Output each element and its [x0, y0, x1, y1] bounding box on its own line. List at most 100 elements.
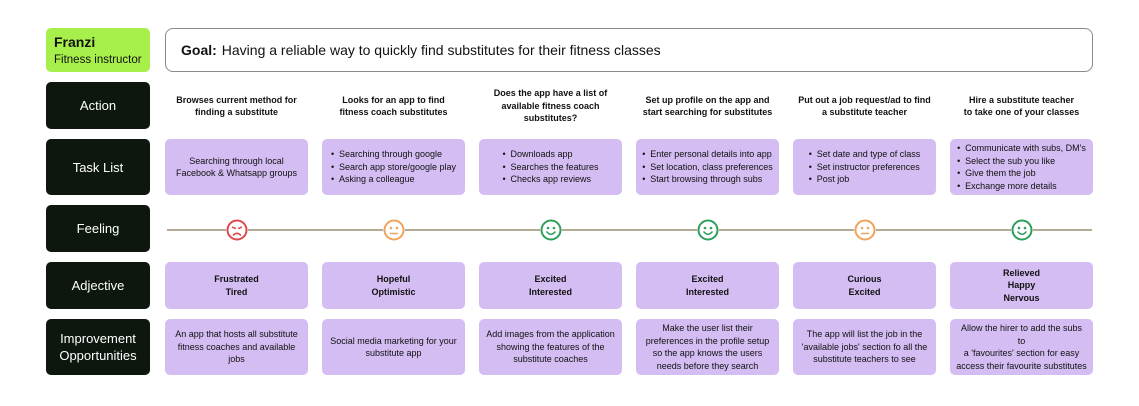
- row-label-improvement-line: Improvement: [60, 331, 136, 346]
- adjective-line: Hopeful: [376, 274, 411, 284]
- improvement-line: access their favourite substitutes: [956, 360, 1087, 371]
- row-label-improvement-opportunities: Improvement Opportunities: [46, 319, 150, 375]
- task-item: Start browsing through subs: [642, 173, 773, 186]
- task-line: Searching through local: [189, 155, 284, 166]
- task-list: Searching through googleSearch app store…: [331, 148, 456, 186]
- row-label-adjective: Adjective: [46, 262, 150, 309]
- happy-face-icon: [1010, 219, 1033, 241]
- action-line: a substitute teacher: [821, 107, 908, 117]
- improvement-line: preferences in the profile setup: [645, 335, 770, 346]
- improvement-line: so the app knows the users: [652, 348, 763, 358]
- goal-box: Goal: Having a reliable way to quickly f…: [165, 28, 1093, 72]
- row-label-task-list: Task List: [46, 139, 150, 195]
- action-line: Does the app have a list of: [493, 88, 608, 99]
- task-item: Select the sub you like: [957, 155, 1086, 168]
- action-line: fitness coach substitutes: [339, 107, 448, 117]
- task-item: Set date and type of class: [809, 148, 921, 161]
- action-cell: Put out a job request/ad to find a substi…: [793, 84, 936, 128]
- sad-face-icon: [225, 219, 248, 241]
- action-line: available fitness coach: [501, 100, 600, 111]
- happy-face-icon: [539, 219, 562, 241]
- task-line: Facebook & Whatsapp groups: [175, 168, 298, 178]
- action-line: substitutes?: [523, 113, 578, 124]
- action-line: Hire a substitute teacher: [968, 94, 1075, 105]
- improvement-cell: The app will list the job in the'availab…: [793, 319, 936, 375]
- action-cell: Hire a substitute teacher to take one of …: [950, 84, 1093, 128]
- row-label-feeling: Feeling: [46, 205, 150, 252]
- task-list-cell: Set date and type of classSet instructor…: [793, 139, 936, 195]
- neutral-face-icon: [853, 219, 876, 241]
- action-line: Set up profile on the app and: [645, 94, 770, 105]
- task-item: Asking a colleague: [331, 173, 456, 186]
- task-item: Downloads app: [502, 148, 598, 161]
- improvement-line: Add images from the application: [486, 329, 615, 340]
- improvement-line: fitness coaches and available jobs: [177, 341, 296, 365]
- adjective-line: Optimistic: [371, 286, 416, 297]
- improvement-line: Social media marketing for your: [330, 335, 457, 346]
- happy-face-icon: [696, 219, 719, 241]
- adjective-line: Frustrated: [214, 274, 259, 284]
- task-list: Set date and type of classSet instructor…: [809, 148, 921, 186]
- action-cell: Set up profile on the app and start searc…: [636, 84, 779, 128]
- feeling-timeline: [167, 229, 1092, 231]
- improvement-line: substitute coaches: [513, 354, 588, 365]
- task-item: Post job: [809, 173, 921, 186]
- action-line: Put out a job request/ad to find: [798, 94, 931, 105]
- adjective-line: Curious: [847, 274, 882, 284]
- task-item: Searches the features: [502, 161, 598, 174]
- adjective-line: Relieved: [1002, 267, 1041, 278]
- row-label-action: Action: [46, 82, 150, 129]
- task-list: Downloads appSearches the featuresChecks…: [502, 148, 598, 186]
- action-line: to take one of your classes: [963, 107, 1080, 117]
- neutral-face-icon: [382, 219, 405, 241]
- adjective-line: Tired: [225, 286, 248, 297]
- row-label-improvement-line: Opportunities: [59, 348, 137, 363]
- adjective-line: Excited: [691, 274, 724, 284]
- improvement-line: substitute app: [365, 348, 422, 358]
- task-item: Search app store/google play: [331, 161, 456, 174]
- action-line: start searching for substitutes: [642, 107, 773, 117]
- task-item: Give them the job: [957, 167, 1086, 180]
- improvement-line: An app that hosts all substitute: [175, 329, 298, 340]
- task-list-cell: Searching through googleSearch app store…: [322, 139, 465, 195]
- persona-card: Franzi Fitness instructor: [46, 28, 150, 72]
- adjective-line: Interested: [685, 286, 729, 297]
- adjective-line: Happy: [1007, 280, 1036, 291]
- adjective-line: Interested: [528, 286, 572, 297]
- adjective-line: Nervous: [1003, 292, 1040, 303]
- improvement-cell: Make the user list their preferences in t…: [636, 319, 779, 375]
- task-item: Searching through google: [331, 148, 456, 161]
- task-item: Checks app reviews: [502, 173, 598, 186]
- improvement-line: needs before they search: [656, 360, 759, 371]
- improvement-line: Make the user list their: [662, 323, 753, 333]
- task-item: Communicate with subs, DM's: [957, 142, 1086, 155]
- action-line: finding a substitute: [195, 107, 278, 117]
- improvement-line: The app will list the job in the: [806, 329, 923, 340]
- task-list: Communicate with subs, DM'sSelect the su…: [957, 142, 1086, 192]
- improvement-line: showing the features of the: [496, 341, 605, 352]
- task-item: Enter personal details into app: [642, 148, 773, 161]
- improvement-line: 'available jobs' section fo all the: [801, 341, 928, 352]
- improvement-line: Allow the hirer to add the subs to: [960, 323, 1083, 346]
- action-line: Browses current method for: [176, 94, 297, 105]
- improvement-line: substitute teachers to see: [813, 354, 916, 365]
- action-cell: Browses current method for finding a subs…: [165, 84, 308, 128]
- goal-label: Goal:: [181, 42, 217, 58]
- persona-name: Franzi: [54, 34, 96, 50]
- adjective-line: Excited: [534, 274, 567, 284]
- improvement-line: a 'favourites' section for easy: [963, 348, 1080, 358]
- improvement-cell: Allow the hirer to add the subs to a 'fav…: [950, 319, 1093, 375]
- task-list-cell: Downloads appSearches the featuresChecks…: [479, 139, 622, 195]
- task-item: Set location, class preferences: [642, 161, 773, 174]
- improvement-cell: Social media marketing for your substitut…: [322, 319, 465, 375]
